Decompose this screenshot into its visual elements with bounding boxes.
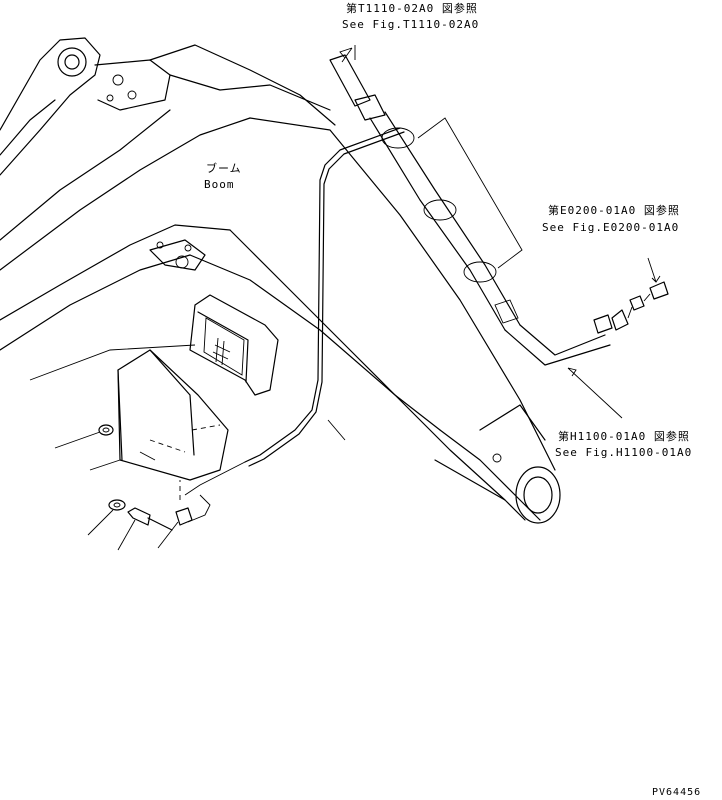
connector-fittings <box>593 281 669 334</box>
hydraulic-cylinder <box>329 54 611 366</box>
callout-low-jp: 第H1100-01A0 図参照 <box>558 430 690 443</box>
boom-label-en: Boom <box>204 178 235 191</box>
callout-mid-jp: 第E0200-01A0 図参照 <box>548 204 680 217</box>
hardware-parts <box>98 424 211 531</box>
boom-body <box>0 117 561 524</box>
arm-structure <box>0 37 336 271</box>
hose-line <box>184 127 405 496</box>
callout-low-en: See Fig.H1100-01A0 <box>555 446 693 459</box>
callout-mid-en: See Fig.E0200-01A0 <box>542 221 680 234</box>
drawing-id: PV64456 <box>652 787 702 798</box>
work-lamp <box>189 294 279 396</box>
lamp-guard <box>117 349 229 481</box>
boom-label-jp: ブーム <box>206 162 242 175</box>
leader-lines <box>29 45 661 551</box>
callout-top-jp: 第T1110-02A0 図参照 <box>346 2 478 15</box>
callout-top-en: See Fig.T1110-02A0 <box>342 18 480 31</box>
